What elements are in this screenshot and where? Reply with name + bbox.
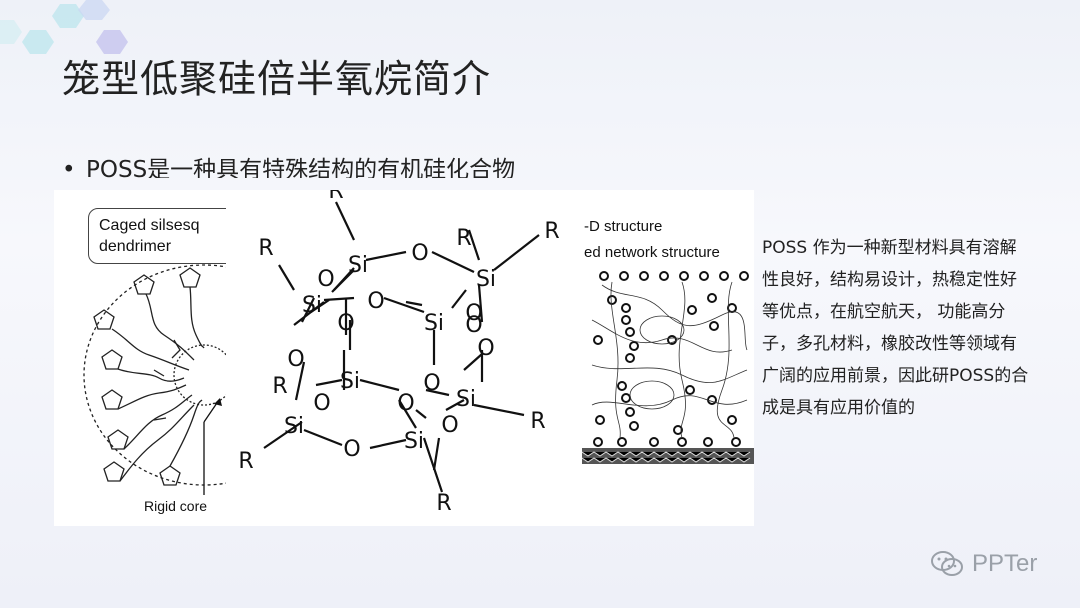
atom-r: R	[272, 374, 287, 399]
atom-si: Si	[340, 369, 360, 394]
atom-o: O	[367, 289, 384, 314]
network-drawing	[582, 271, 754, 464]
network-panel: -D structure ed network structure	[582, 190, 754, 526]
atom-r: R	[456, 226, 471, 251]
atom-o: O	[317, 267, 334, 292]
atom-r: R	[328, 190, 343, 204]
atom-si: Si	[404, 429, 424, 454]
atom-o: O	[337, 311, 354, 336]
dendrimer-caption: Caged silsesq dendrimer	[88, 208, 226, 264]
atom-r: R	[530, 409, 545, 434]
rigid-core-label: Rigid core	[144, 498, 208, 514]
bullet-point: • POSS是一种具有特殊结构的有机硅化合物	[62, 150, 515, 178]
poss-cage-diagram: R R R R R R R R Si Si Si Si Si Si Si Si …	[238, 190, 559, 516]
atom-o: O	[287, 347, 304, 372]
atom-si: Si	[284, 414, 304, 439]
atom-r: R	[544, 219, 559, 244]
atom-o: O	[441, 413, 458, 438]
atom-o: O	[343, 437, 360, 462]
atom-o: O	[411, 241, 428, 266]
atom-o: O	[477, 336, 494, 361]
bullet-text: POSS是一种具有特殊结构的有机硅化合物	[86, 157, 516, 178]
dendrimer-panel: Caged silsesq dendrimer Rigid core	[54, 190, 226, 526]
atom-o: O	[423, 371, 440, 396]
atom-o: O	[397, 391, 414, 416]
atom-si: Si	[424, 311, 444, 336]
atom-o: O	[465, 313, 482, 338]
poss-description: POSS 作为一种新型材料具有溶解性良好，结构易设计，热稳定性好等优点，在航空航…	[762, 238, 1029, 418]
structure-label-1: -D structure	[584, 218, 663, 235]
atom-si: Si	[348, 253, 368, 278]
atom-si: Si	[302, 293, 322, 318]
structure-label-2: ed network structure	[584, 244, 720, 261]
wechat-icon	[931, 551, 963, 576]
slide-title: 笼型低聚硅倍半氧烷简介	[62, 57, 492, 101]
atom-o: O	[465, 301, 482, 326]
atom-o: O	[313, 391, 330, 416]
atom-r: R	[258, 236, 273, 261]
caption-line-2: dendrimer	[99, 238, 172, 255]
decorative-hexagons	[0, 0, 128, 54]
watermark: PPTer	[930, 550, 1037, 578]
atom-r: R	[436, 491, 451, 516]
watermark-text: PPTer	[972, 550, 1038, 577]
atom-si: Si	[476, 267, 496, 292]
bullet-dot: •	[62, 157, 76, 178]
caption-line-1: Caged silsesq	[99, 217, 200, 234]
poss-structure-figure: Caged silsesq dendrimer Rigid core	[54, 190, 754, 526]
atom-si: Si	[456, 387, 476, 412]
atom-r: R	[238, 449, 253, 474]
dendrimer-drawing	[83, 264, 226, 495]
